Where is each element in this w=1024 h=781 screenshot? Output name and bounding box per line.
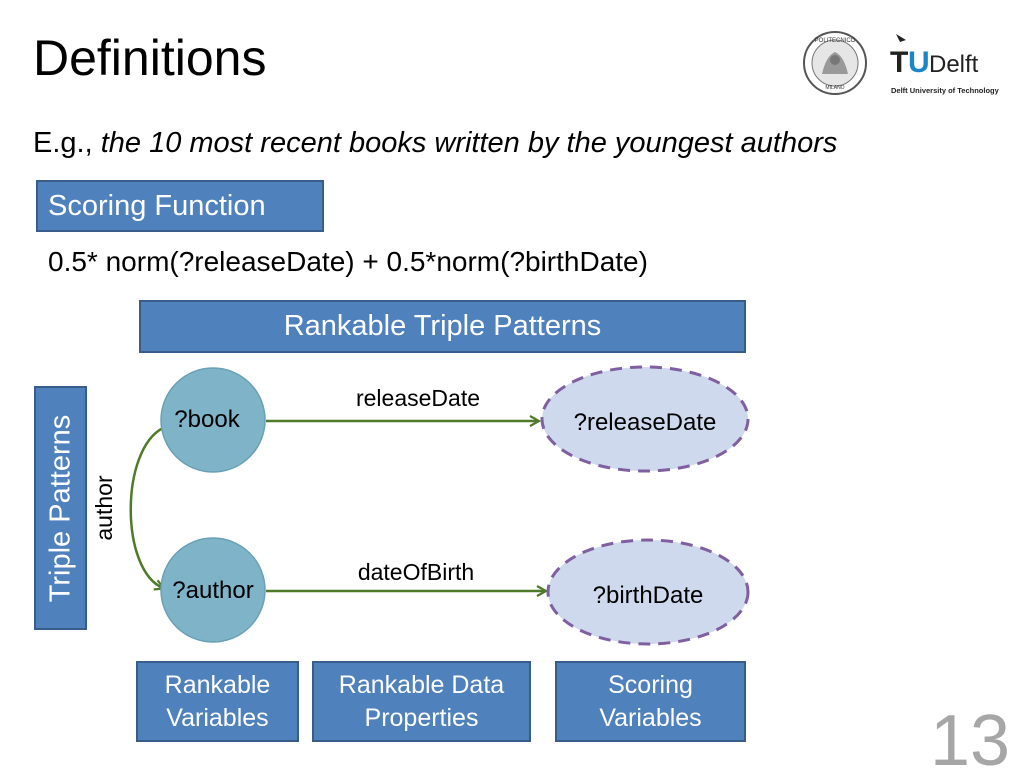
- page-title: Definitions: [33, 30, 267, 86]
- tudelft-logo: T U Delft Delft University of Technology: [890, 34, 1000, 95]
- birth-date-node-label: ?birthDate: [593, 582, 704, 609]
- scoring-variables-line2: Variables: [599, 703, 702, 732]
- rankable-triple-patterns-label: Rankable Triple Patterns: [283, 310, 602, 342]
- triple-patterns-box: Triple Patterns: [34, 386, 87, 630]
- polimi-ring-top: POLITECNICO: [815, 38, 856, 44]
- tud-caption: Delft University of Technology: [891, 86, 1000, 95]
- logos: POLITECNICO MILANO T U Delft Delft Unive…: [803, 31, 1000, 95]
- example-subtitle: E.g., the 10 most recent books written b…: [33, 126, 837, 161]
- release-date-node-label: ?releaseDate: [574, 409, 717, 436]
- tud-delft: Delft: [929, 51, 979, 78]
- scoring-variables-line1: Scoring: [608, 671, 693, 699]
- release-date-node: ?releaseDate: [540, 365, 750, 473]
- tud-letter-t: T: [890, 46, 908, 79]
- author-edge: [129, 426, 163, 588]
- rankable-variables-line2: Variables: [166, 703, 269, 732]
- polimi-ring-bottom: MILANO: [825, 85, 844, 91]
- book-node-label: ?book: [174, 406, 240, 433]
- scoring-function-box: Scoring Function: [36, 180, 324, 232]
- release-date-edge-label: releaseDate: [356, 385, 480, 411]
- rankable-data-properties-line1: Rankable Data: [338, 671, 505, 699]
- book-node: ?book: [160, 367, 266, 473]
- scoring-formula: 0.5* norm(?releaseDate) + 0.5*norm(?birt…: [48, 246, 648, 277]
- author-node: ?author: [160, 537, 266, 643]
- polimi-logo: POLITECNICO MILANO: [803, 31, 867, 95]
- author-edge-label: author: [91, 475, 117, 541]
- rankable-triple-patterns-box: Rankable Triple Patterns: [139, 300, 746, 353]
- flame-icon: [896, 34, 906, 42]
- subtitle-example-query: the 10 most recent books written by the …: [100, 127, 838, 159]
- date-of-birth-edge-label: dateOfBirth: [358, 559, 474, 585]
- author-node-label: ?author: [172, 577, 253, 604]
- tud-letter-u: U: [908, 46, 930, 79]
- rankable-data-properties-line2: Properties: [364, 703, 479, 732]
- rankable-variables-line1: Rankable: [164, 671, 271, 699]
- birth-date-node: ?birthDate: [546, 538, 750, 646]
- slide-number: 13: [930, 701, 1011, 781]
- subtitle-prefix: E.g.,: [33, 127, 101, 159]
- scoring-function-label: Scoring Function: [48, 189, 266, 222]
